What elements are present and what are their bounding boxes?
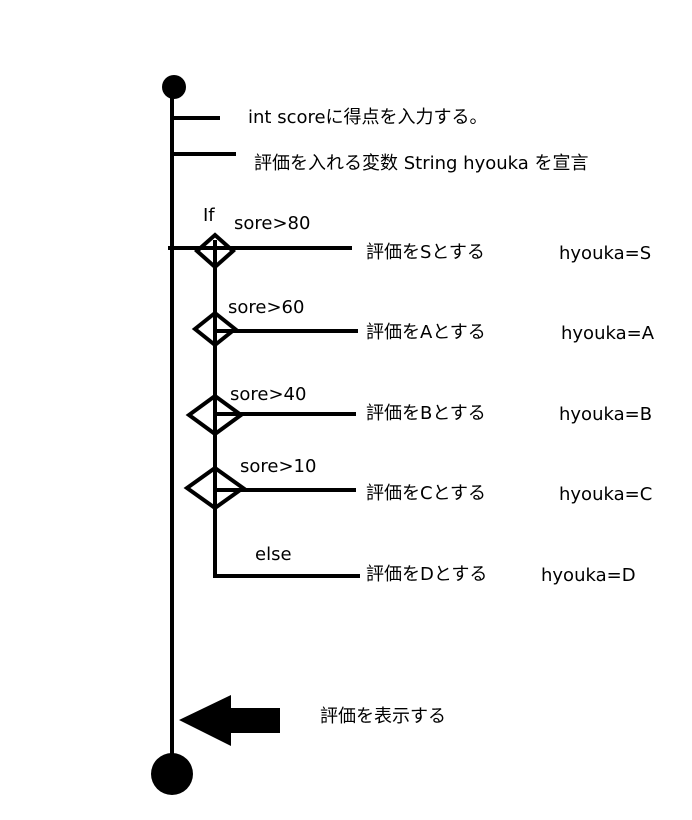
else-assign: hyouka=D (541, 565, 636, 586)
declare-step-label: 評価を入れる変数 String hyouka を宣言 (254, 153, 589, 174)
end-node (151, 753, 193, 795)
decision-diamond-c (183, 465, 247, 511)
branch-action-s: 評価をSとする (366, 242, 485, 263)
branch-assign-b: hyouka=B (559, 404, 653, 425)
branch-assign-a: hyouka=A (561, 323, 655, 344)
branch-condition-s: sore>80 (234, 213, 311, 234)
else-label: else (255, 544, 292, 565)
decision-diamond-s (193, 232, 237, 270)
decision-diamond-a (191, 310, 239, 348)
branch-action-c: 評価をCとする (366, 483, 487, 504)
if-label: If (203, 205, 215, 226)
decision-diamond-b (185, 393, 245, 437)
branch-condition-b: sore>40 (230, 384, 307, 405)
else-action: 評価をDとする (366, 564, 488, 585)
start-node (162, 75, 186, 99)
branch-action-b: 評価をBとする (366, 403, 486, 424)
input-step-label: int scoreに得点を入力する。 (248, 107, 488, 128)
display-arrow-icon (179, 695, 280, 746)
branch-action-a: 評価をAとする (366, 322, 486, 343)
branch-condition-a: sore>60 (228, 297, 305, 318)
branch-assign-s: hyouka=S (559, 243, 652, 264)
display-step-label: 評価を表示する (320, 706, 446, 727)
branch-assign-c: hyouka=C (559, 484, 653, 505)
branch-condition-c: sore>10 (240, 456, 317, 477)
